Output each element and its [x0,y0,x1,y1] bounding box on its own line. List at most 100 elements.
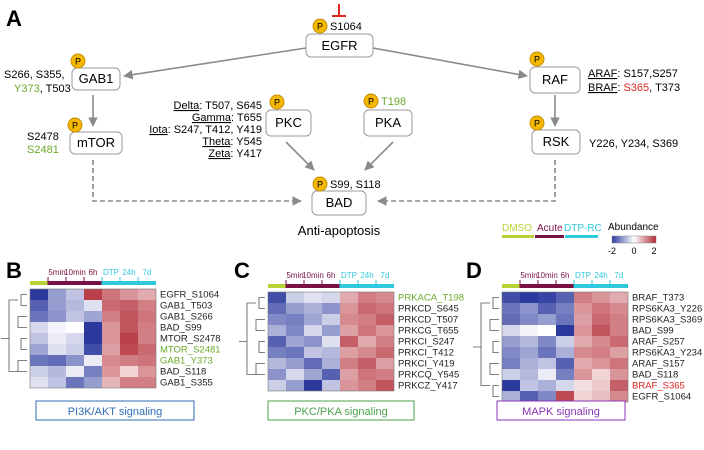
phospho-mark: P [317,180,323,190]
heatmap-cell [556,325,574,336]
row-label: GAB1_Y373 [160,356,213,367]
acute-time-label: 10min [536,271,558,280]
heatmap-cell [322,347,340,358]
heatmap-cell [538,347,556,358]
heatmap-cell [502,292,520,303]
heatmap-cell [358,303,376,314]
araf-sites: ARAF: S157,S257 [588,68,678,80]
heatmap-cell [286,314,304,325]
heatmap-cell [48,377,66,388]
dmso-bar [30,281,48,285]
acute-time-label: 6h [327,271,336,280]
acute-bar [48,281,102,285]
heatmap-cell [120,355,138,366]
heatmap-cell [358,292,376,303]
heatmap-cell [120,333,138,344]
heatmap-cell [376,347,394,358]
heatmap-cell [268,347,286,358]
heatmap-cell [538,325,556,336]
heatmap-cell [322,380,340,391]
heatmap-cell [556,347,574,358]
heatmap-cell [48,311,66,322]
row-label: PRKACA_T198 [398,293,464,304]
heatmap-cell [286,325,304,336]
heatmap-cell [610,336,628,347]
heatmap-cell [520,369,538,380]
heatmap-cell [102,333,120,344]
heatmap-frame [267,291,395,392]
pkc-isoform-sites: : Y417 [230,148,262,160]
heatmap-cell [48,355,66,366]
heatmap-cell [574,358,592,369]
heatmap-cell [340,292,358,303]
heatmap-cell [84,355,102,366]
heatmap-cell [120,322,138,333]
heatmap-cell [304,358,322,369]
outcome-label: Anti-apoptosis [298,223,381,238]
row-label: BRAF_T373 [632,293,684,304]
row-label: BAD_S99 [632,326,674,337]
egfr-site: S1064 [330,21,362,33]
heatmap-cell [48,300,66,311]
acute-time-label: 5min [520,271,537,280]
heatmap-cell [84,289,102,300]
heatmap-cell [102,344,120,355]
heatmap-cell [322,303,340,314]
heatmap-cell [376,336,394,347]
pkc-pathway-label: PKC/PKA signaling [294,406,388,418]
heatmap-cell [102,322,120,333]
row-label: GAB1_T503 [160,301,212,312]
heatmap-cell [48,333,66,344]
pkc-isoform-name: Zeta [208,148,231,160]
row-label: EGFR_S1064 [160,290,219,301]
gab1-node [71,67,121,91]
heatmap-cell [84,344,102,355]
abundance-legend: Abundance -2 0 2 [608,222,659,256]
row-label: PRKCD_S645 [398,304,459,315]
egfr-label: EGFR [321,38,357,53]
row-label: PRKCI_T412 [398,348,454,359]
heatmap-cell [84,333,102,344]
legend-dmso: DMSO [502,223,532,234]
heatmap-cell [138,377,156,388]
phospho-mark: P [534,55,540,65]
heatmap-cell [322,292,340,303]
heatmap-cell [268,314,286,325]
heatmap-cell [138,289,156,300]
heatmap-cell [556,369,574,380]
legend-acute-bar [535,235,564,238]
heatmap-cell [376,380,394,391]
row-label: GAB1_S266 [160,312,213,323]
heatmap-cell [502,347,520,358]
phospho-mark: P [274,98,280,108]
gab1-sites-line2: Y373, T503 [14,83,71,95]
panel-b-letter: B [6,258,22,283]
heatmap-cell [304,303,322,314]
gab1-site-rest: , T503 [40,83,71,95]
row-label: PRKCI_S247 [398,337,455,348]
heatmap-cell [322,369,340,380]
heatmap-cell [268,358,286,369]
acute-time-label: 6h [561,271,570,280]
heatmap-cell [574,391,592,402]
pkc-isoform-name: Gamma [192,112,232,124]
heatmap-cell [340,358,358,369]
heatmap-cell [268,336,286,347]
heatmap-cell [340,347,358,358]
heatmap-cell [358,380,376,391]
heatmap-cell [376,358,394,369]
braf-name: BRAF [588,82,618,94]
heatmap-cell [304,369,322,380]
heatmap-cell [556,391,574,402]
heatmap-cell [120,377,138,388]
heatmap-cell [66,322,84,333]
row-label: BAD_S99 [160,323,202,334]
egfr-node [305,33,374,58]
heatmap-cell [520,391,538,402]
heatmap-cell [30,322,48,333]
pkc-isoform-sites: : T507, S645 [199,100,262,112]
heatmap-cell [102,311,120,322]
